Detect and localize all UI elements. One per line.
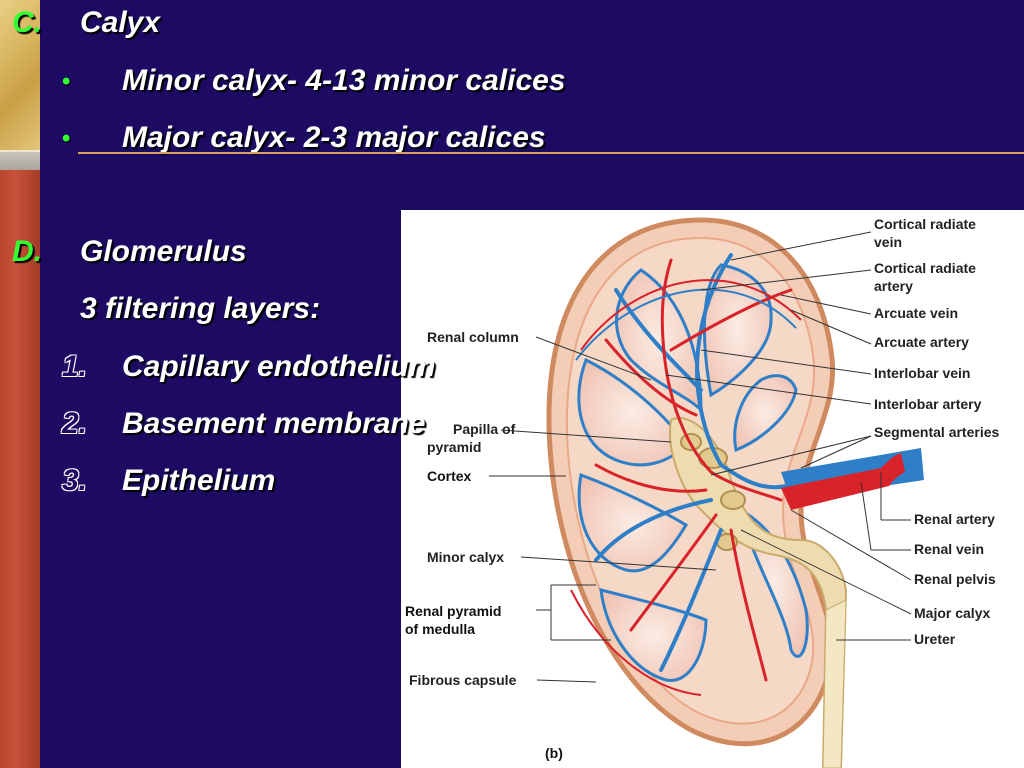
bullet-1-text: Minor calyx- 4-13 minor calices (122, 64, 566, 97)
label-arcuate-vein: Arcuate vein (874, 305, 958, 321)
label-renal-column: Renal column (427, 329, 519, 345)
label-segmental-arteries: Segmental arteries (874, 424, 999, 440)
divider-rule (78, 152, 1024, 154)
label-cortex: Cortex (427, 468, 472, 484)
strip-red-texture (0, 170, 40, 768)
section-d-subtitle: 3 filtering layers: (80, 292, 321, 325)
label-papilla-2: pyramid (427, 439, 481, 455)
section-d-title: Glomerulus (80, 235, 247, 268)
layer-2-text: Basement membrane (122, 407, 426, 440)
label-cortical-radiate-vein-1: Cortical radiate (874, 216, 976, 232)
figure-caption: (b) (545, 745, 563, 761)
layer-1-number: 1. (62, 350, 88, 383)
label-minor-calyx: Minor calyx (427, 549, 504, 565)
layer-3-number: 3. (62, 464, 88, 497)
renal-artery-shape (781, 453, 905, 510)
strip-gold-texture (0, 0, 40, 150)
kidney-diagram: Cortical radiate vein Cortical radiate a… (405, 216, 999, 768)
section-d-marker: D. (12, 235, 42, 268)
renal-artery-vessels (594, 258, 793, 682)
label-cortical-radiate-artery-1: Cortical radiate (874, 260, 976, 276)
label-renal-pelvis: Renal pelvis (914, 571, 996, 587)
label-interlobar-artery: Interlobar artery (874, 396, 982, 412)
bullet-2-text: Major calyx- 2-3 major calices (122, 121, 546, 154)
label-cortical-radiate-vein-2: vein (874, 234, 902, 250)
arcuate-vessels (570, 279, 802, 696)
strip-band (0, 150, 40, 172)
section-c-title: Calyx (80, 6, 161, 39)
ureter-shape (822, 599, 847, 768)
layer-2-number: 2. (62, 407, 88, 440)
renal-pelvis-shape (669, 417, 848, 768)
label-renal-vein: Renal vein (914, 541, 984, 557)
label-renal-artery: Renal artery (914, 511, 995, 527)
label-cortical-radiate-artery-2: artery (874, 278, 913, 294)
section-c-marker: C. (12, 6, 42, 39)
bullet-1-symbol: • (62, 68, 71, 95)
label-ureter: Ureter (914, 631, 956, 647)
label-arcuate-artery: Arcuate artery (874, 334, 969, 350)
decorative-left-strip (0, 0, 40, 768)
label-renal-pyramid-2: of medulla (405, 621, 475, 637)
leader-lines (489, 231, 912, 683)
label-renal-pyramid-1: Renal pyramid (405, 603, 501, 619)
label-major-calyx: Major calyx (914, 605, 990, 621)
label-fibrous-capsule: Fibrous capsule (409, 672, 517, 688)
layer-1-text: Capillary endothelium (122, 350, 436, 383)
label-interlobar-vein: Interlobar vein (874, 365, 970, 381)
bullet-2-symbol: • (62, 125, 71, 152)
layer-3-text: Epithelium (122, 464, 276, 497)
kidney-figure: Cortical radiate vein Cortical radiate a… (401, 210, 1024, 768)
label-papilla-1: Papilla of (453, 421, 516, 437)
